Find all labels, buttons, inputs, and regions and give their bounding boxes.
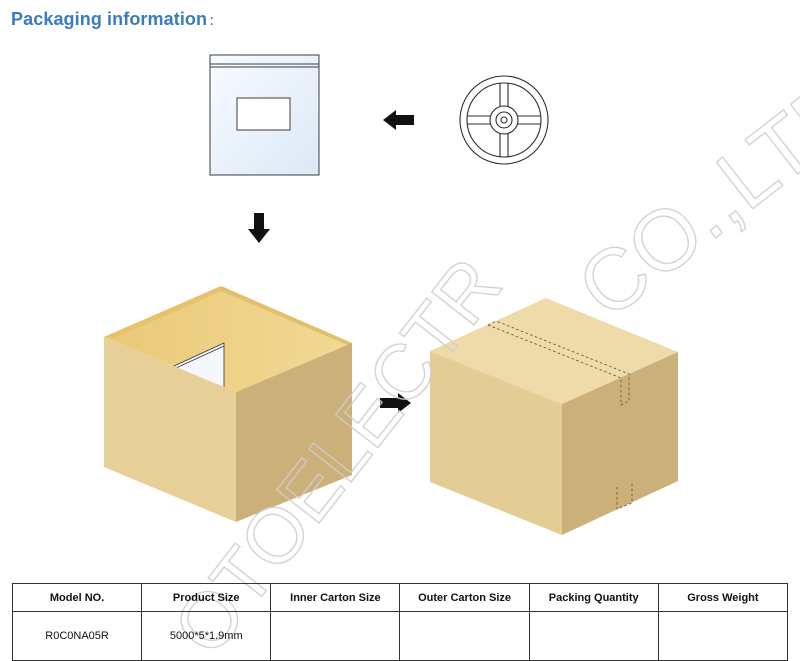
header-inner-carton-size: Inner Carton Size <box>270 583 401 612</box>
arrow-right-icon <box>380 393 411 413</box>
table-row: R0C0NA05R 5000*5*1.9mm <box>11 611 789 661</box>
page-title-colon: : <box>209 11 215 29</box>
cell-product-size: 5000*5*1.9mm <box>141 611 272 661</box>
header-product-size: Product Size <box>141 583 272 612</box>
cell-packing-quantity <box>528 611 659 661</box>
page-title: Packaging information: <box>11 9 214 30</box>
inner-carton-icon <box>104 286 352 522</box>
arrow-left-icon <box>383 110 414 130</box>
header-gross-weight: Gross Weight <box>657 583 789 612</box>
header-outer-carton-size: Outer Carton Size <box>399 583 530 612</box>
table-header-row: Model NO. Product Size Inner Carton Size… <box>11 583 789 612</box>
cell-outer-carton-size <box>399 611 530 661</box>
cell-model-no: R0C0NA05R <box>11 611 143 661</box>
header-packing-quantity: Packing Quantity <box>528 583 659 612</box>
packaging-spec-table: Model NO. Product Size Inner Carton Size… <box>11 583 789 661</box>
cell-inner-carton-size <box>270 611 401 661</box>
bag-icon <box>209 54 320 176</box>
outer-carton-icon <box>430 298 678 535</box>
page-title-text: Packaging information <box>11 9 208 29</box>
arrow-down-icon <box>248 213 270 243</box>
header-model-no: Model NO. <box>11 583 143 612</box>
cell-gross-weight <box>657 611 789 661</box>
reel-icon <box>459 75 549 165</box>
